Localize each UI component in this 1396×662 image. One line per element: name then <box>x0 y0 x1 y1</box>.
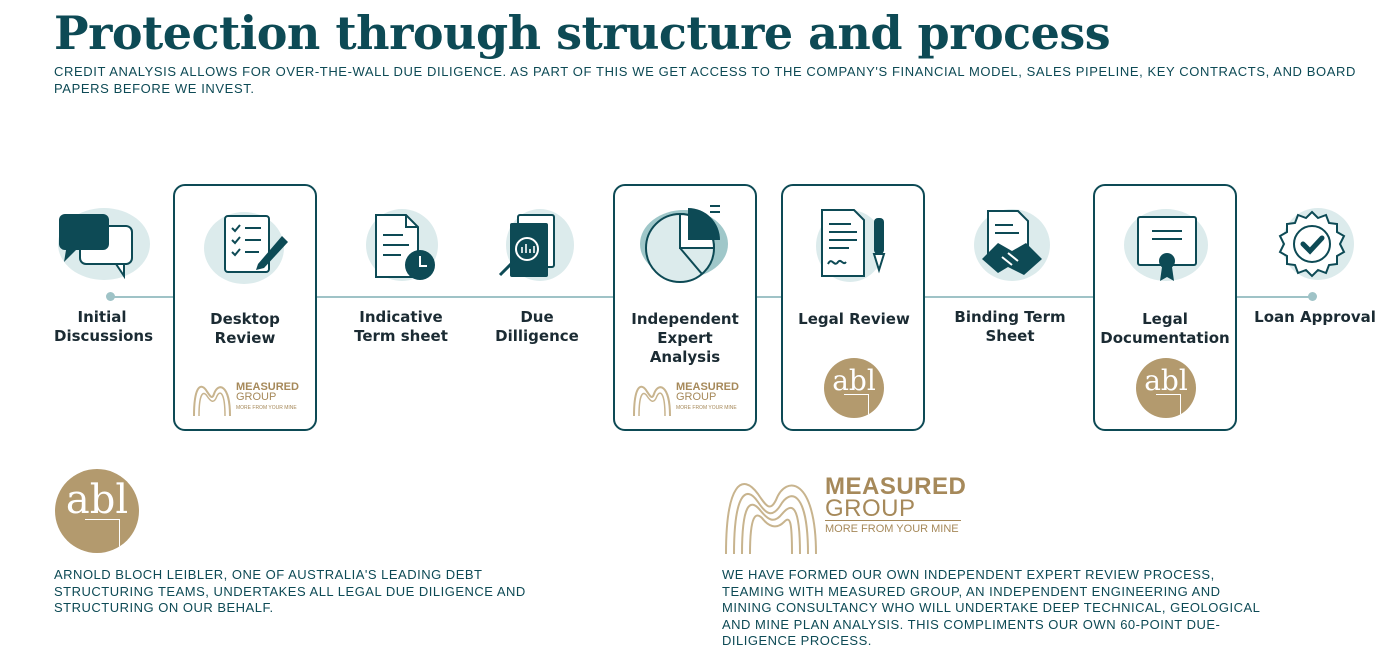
measured-group-description: We have formed our own independent exper… <box>722 567 1260 648</box>
step-label-legal-review: Legal Review <box>798 310 910 328</box>
abl-logo-text: abl <box>832 364 876 397</box>
step-label-binding-term-sheet: Binding Term Sheet <box>954 308 1066 345</box>
measured-group-divider <box>825 520 961 521</box>
step-label-initial-discussions: Initial Discussions <box>54 308 154 345</box>
measured-group-tagline: MORE FROM YOUR MINE <box>676 405 737 411</box>
measured-group-group: GROUP <box>676 391 717 403</box>
abl-logo-large: abl <box>55 469 139 553</box>
documents-search-icon <box>498 209 574 281</box>
measured-group-mark-icon <box>633 385 671 417</box>
abl-logo-corner <box>85 519 120 553</box>
approval-badge-icon <box>1278 208 1354 280</box>
step-label-due-diligence: Due Dilligence <box>495 308 579 345</box>
abl-logo-text: abl <box>65 477 129 523</box>
measured-group-mark-icon <box>193 385 231 417</box>
measured-group-group: GROUP <box>236 391 277 403</box>
pie-chart-icon <box>640 205 728 283</box>
measured-group-name: MEASURED <box>825 473 967 500</box>
measured-group-mark-icon <box>725 483 817 555</box>
checklist-pencil-icon <box>204 212 288 284</box>
abl-logo-text: abl <box>1144 364 1188 397</box>
abl-logo-corner <box>844 394 869 418</box>
timeline-end-dot <box>1308 292 1317 301</box>
timeline-start-dot <box>106 292 115 301</box>
measured-group-logo-small: MEASURED GROUP MORE FROM YOUR MINE <box>630 378 740 418</box>
handshake-document-icon <box>974 209 1050 281</box>
step-label-independent-expert-analysis: Independent Expert Analysis <box>631 310 739 366</box>
measured-group-name: MEASURED <box>236 381 299 393</box>
page-subtitle: Credit analysis allows for over-the-wall… <box>54 64 1356 96</box>
abl-logo-corner <box>1156 394 1181 418</box>
measured-group-logo-large: MEASURED GROUP MORE FROM YOUR MINE <box>722 470 982 556</box>
chat-bubbles-icon <box>58 208 150 280</box>
abl-logo-small: abl <box>824 358 884 418</box>
abl-description: Arnold Bloch Leibler, one of Australia's… <box>54 567 526 615</box>
measured-group-tagline: MORE FROM YOUR MINE <box>236 405 297 411</box>
measured-group-logo-small: MEASURED GROUP MORE FROM YOUR MINE <box>190 378 300 418</box>
step-label-desktop-review: Desktop Review <box>210 310 280 347</box>
measured-group-group: GROUP <box>825 495 916 522</box>
abl-logo-small: abl <box>1136 358 1196 418</box>
contract-pen-icon <box>816 209 886 282</box>
measured-group-name: MEASURED <box>676 381 739 393</box>
document-clock-icon <box>366 209 438 281</box>
step-label-indicative-term-sheet: Indicative Term sheet <box>354 308 448 345</box>
page-title: Protection through structure and process <box>54 6 1111 60</box>
step-label-legal-documentation: Legal Documentation <box>1100 310 1230 347</box>
step-label-loan-approval: Loan Approval <box>1254 308 1376 326</box>
measured-group-tagline: MORE FROM YOUR MINE <box>825 523 959 535</box>
certificate-icon <box>1124 209 1208 281</box>
